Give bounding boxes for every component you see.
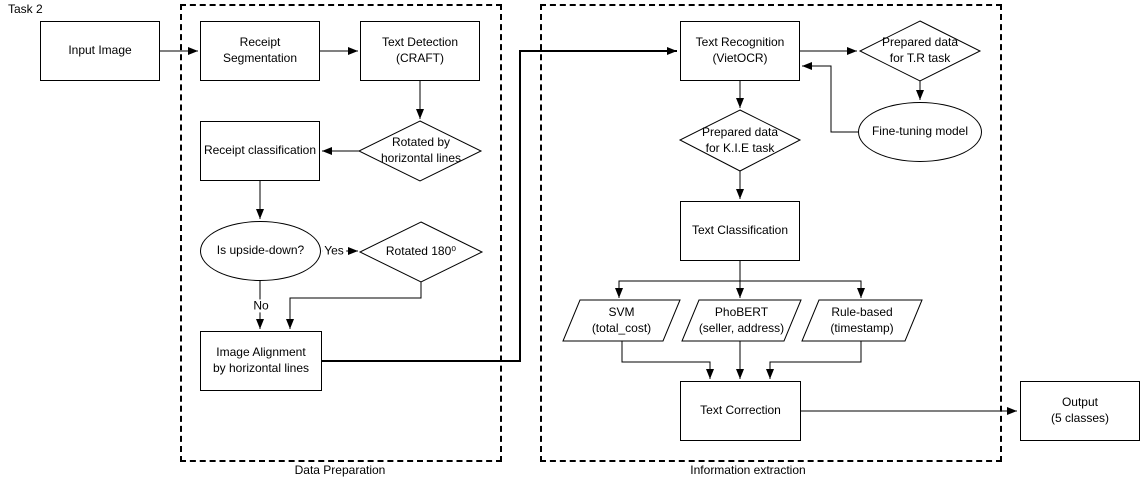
parallelogram-shape-rule-based [801, 299, 923, 342]
diamond-shape-prepared-data-tr [858, 20, 982, 82]
caption-information-extraction: Information extraction [690, 463, 806, 477]
node-receipt-segmentation: Receipt Segmentation [200, 21, 320, 81]
edge-finetuning-to-recognition [802, 62, 858, 133]
node-image-alignment: Image Alignment by horizontal lines [200, 331, 322, 391]
edge-classification-to-rulebased [740, 280, 865, 298]
node-text-correction: Text Correction [680, 381, 801, 441]
task-title: Task 2 [8, 2, 43, 16]
node-text-detection: Text Detection (CRAFT) [360, 21, 480, 81]
caption-data-preparation: Data Preparation [294, 463, 386, 477]
edge-label-no: No [251, 298, 271, 313]
container-information-extraction [540, 4, 1002, 462]
edge-rulebased-to-correction [766, 341, 862, 379]
edge-rotated180-to-alignment [286, 282, 422, 329]
diamond-shape-rotated-by-lines [357, 120, 483, 182]
diamond-shape-prepared-data-kie [678, 109, 802, 172]
node-output: Output (5 classes) [1020, 381, 1140, 441]
node-fine-tuning-model: Fine-tuning model [858, 102, 982, 162]
container-data-preparation [180, 4, 502, 462]
edge-svm-to-correction [621, 341, 714, 379]
diamond-shape-rotated-180 [358, 221, 484, 283]
node-text-recognition: Text Recognition (VietOCR) [680, 21, 800, 81]
node-receipt-classification: Receipt classification [200, 121, 320, 181]
edge-label-yes: Yes [322, 243, 346, 258]
node-input-image: Input Image [40, 21, 160, 81]
edge-alignment-to-recognition [322, 47, 677, 362]
parallelogram-shape-phobert [681, 299, 802, 342]
node-text-classification: Text Classification [680, 201, 800, 261]
parallelogram-shape-svm [562, 299, 681, 342]
node-is-upside-down: Is upside-down? [200, 221, 321, 281]
edge-classification-to-svm [615, 280, 740, 298]
